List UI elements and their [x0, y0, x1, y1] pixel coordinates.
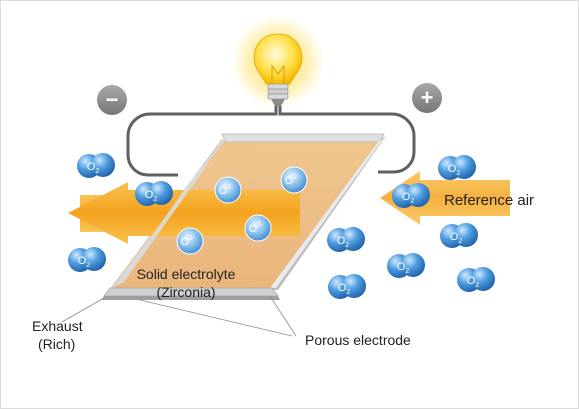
o2-molecule: O2 — [457, 267, 495, 292]
o2-molecule: O2 — [328, 274, 366, 299]
exhaust-label-line2: (Rich) — [38, 336, 75, 352]
o2-molecule: O2 — [77, 153, 115, 178]
flow-arrow-front — [68, 182, 300, 244]
oxide-ion: O2- — [280, 166, 308, 194]
minus-terminal-icon: − — [97, 85, 127, 115]
o2-molecule: O2 — [440, 223, 478, 248]
o2-molecule: O2 — [387, 253, 425, 278]
electrolyte-label-line1: Solid electrolyte — [137, 266, 236, 282]
porous-electrode-label: Porous electrode — [305, 332, 411, 348]
electrode-leader-2 — [269, 295, 297, 337]
plus-terminal-icon: + — [412, 83, 442, 113]
positive-terminal-sign: + — [421, 85, 434, 110]
oxide-ion: O2- — [244, 214, 272, 242]
exhaust-leader — [61, 297, 105, 323]
circuit-wire-left — [126, 106, 278, 177]
negative-terminal-sign: − — [106, 87, 119, 112]
o2-molecule: O2 — [68, 247, 106, 272]
oxide-ion: O2- — [214, 176, 242, 204]
o2-molecule: O2 — [392, 183, 430, 208]
electrode-leader-1 — [139, 299, 293, 337]
circuit-wire-right — [278, 106, 416, 174]
electrolyte-label-line2: (Zirconia) — [156, 284, 215, 300]
o2-molecule: O2 — [438, 155, 476, 180]
light-bulb-icon — [232, 16, 324, 108]
reference-air-label: Reference air — [444, 192, 534, 209]
oxide-ion: O2- — [176, 227, 204, 255]
exhaust-label-line1: Exhaust — [32, 318, 83, 334]
o2-molecule: O2 — [135, 181, 173, 206]
o2-molecule: O2 — [327, 227, 365, 252]
